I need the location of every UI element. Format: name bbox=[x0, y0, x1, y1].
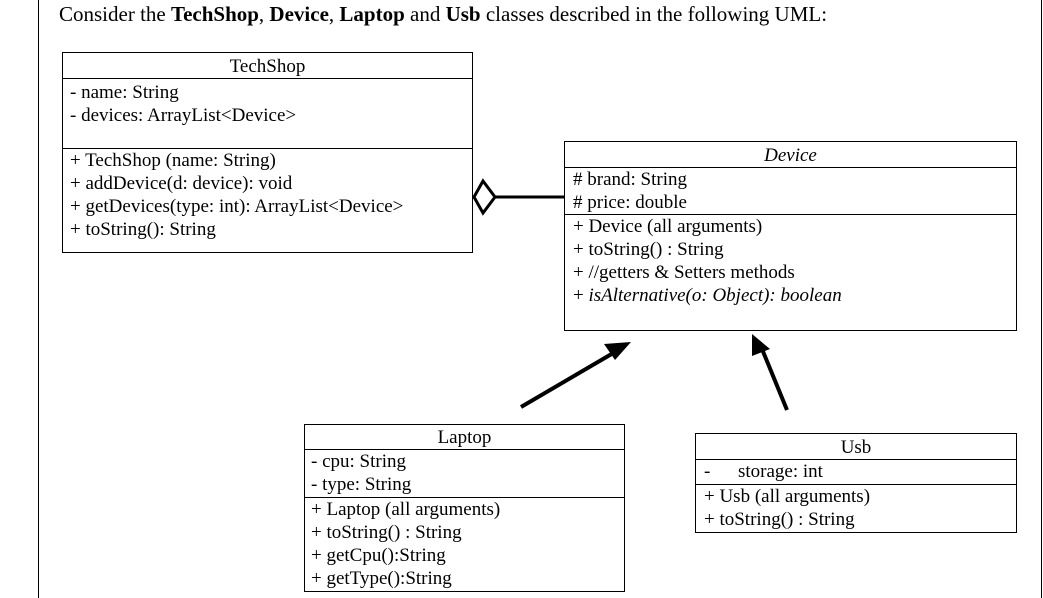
techshop-attribute: - name: String bbox=[70, 82, 179, 103]
device-method: + Device (all arguments) bbox=[573, 216, 763, 237]
aggregation-connector bbox=[472, 178, 564, 216]
usb-class-box: Usb -storage: int + Usb (all arguments) … bbox=[695, 433, 1017, 533]
techshop-class-name: TechShop bbox=[63, 53, 472, 79]
device-attributes: # brand: String # price: double bbox=[565, 168, 1016, 215]
device-method: + toString() : String bbox=[573, 239, 724, 260]
laptop-method: + getType():String bbox=[311, 568, 452, 589]
page-frame-left bbox=[38, 0, 39, 598]
laptop-inheritance-arrow bbox=[519, 342, 631, 409]
device-attribute: # price: double bbox=[573, 192, 687, 213]
usb-attribute: -storage: int bbox=[704, 461, 823, 482]
usb-class-name: Usb bbox=[696, 434, 1016, 460]
techshop-attributes: - name: String - devices: ArrayList<Devi… bbox=[63, 79, 472, 149]
techshop-method: + TechShop (name: String) bbox=[70, 150, 276, 171]
class-name-techshop: TechShop bbox=[170, 2, 259, 26]
usb-inheritance-arrow bbox=[752, 334, 789, 411]
device-attribute: # brand: String bbox=[573, 169, 687, 190]
techshop-class-box: TechShop - name: String - devices: Array… bbox=[62, 52, 473, 253]
laptop-method: + toString() : String bbox=[311, 522, 462, 543]
laptop-arrow-head bbox=[604, 342, 631, 360]
laptop-attributes: - cpu: String - type: String bbox=[305, 450, 624, 498]
laptop-method: + getCpu():String bbox=[311, 545, 446, 566]
techshop-method: + addDevice(d: device): void bbox=[70, 173, 293, 194]
laptop-class-name: Laptop bbox=[305, 425, 624, 450]
techshop-method: + getDevices(type: int): ArrayList<Devic… bbox=[70, 196, 404, 217]
aggregation-diamond bbox=[472, 178, 497, 216]
class-name-laptop: Laptop bbox=[339, 2, 405, 26]
device-method: + //getters & Setters methods bbox=[573, 262, 795, 283]
laptop-arrow-line bbox=[519, 350, 617, 409]
techshop-methods: + TechShop (name: String) + addDevice(d:… bbox=[63, 149, 472, 241]
device-methods: + Device (all arguments) + toString() : … bbox=[565, 215, 1016, 307]
usb-method: + toString() : String bbox=[704, 509, 855, 530]
laptop-attribute: - type: String bbox=[311, 474, 412, 495]
laptop-attribute: - cpu: String bbox=[311, 451, 406, 472]
usb-arrow-line bbox=[760, 348, 789, 411]
techshop-method: + toString(): String bbox=[70, 219, 216, 240]
intro-text: Consider the TechShop, Device, Laptop an… bbox=[59, 2, 828, 26]
usb-method: + Usb (all arguments) bbox=[704, 486, 871, 507]
laptop-method: + Laptop (all arguments) bbox=[311, 499, 501, 520]
page-frame-right bbox=[1041, 0, 1042, 598]
device-abstract-method: + isAlternative(o: Object): boolean bbox=[573, 285, 842, 306]
usb-methods: + Usb (all arguments) + toString() : Str… bbox=[696, 485, 1016, 531]
techshop-attribute: - devices: ArrayList<Device> bbox=[70, 105, 297, 126]
usb-arrow-head bbox=[752, 334, 770, 356]
laptop-methods: + Laptop (all arguments) + toString() : … bbox=[305, 498, 624, 590]
usb-attributes: -storage: int bbox=[696, 460, 1016, 485]
class-name-usb: Usb bbox=[445, 2, 481, 26]
laptop-class-box: Laptop - cpu: String - type: String + La… bbox=[304, 424, 625, 592]
device-class-name: Device bbox=[565, 142, 1016, 168]
device-class-box: Device # brand: String # price: double +… bbox=[564, 141, 1017, 331]
class-name-device: Device bbox=[269, 2, 329, 26]
